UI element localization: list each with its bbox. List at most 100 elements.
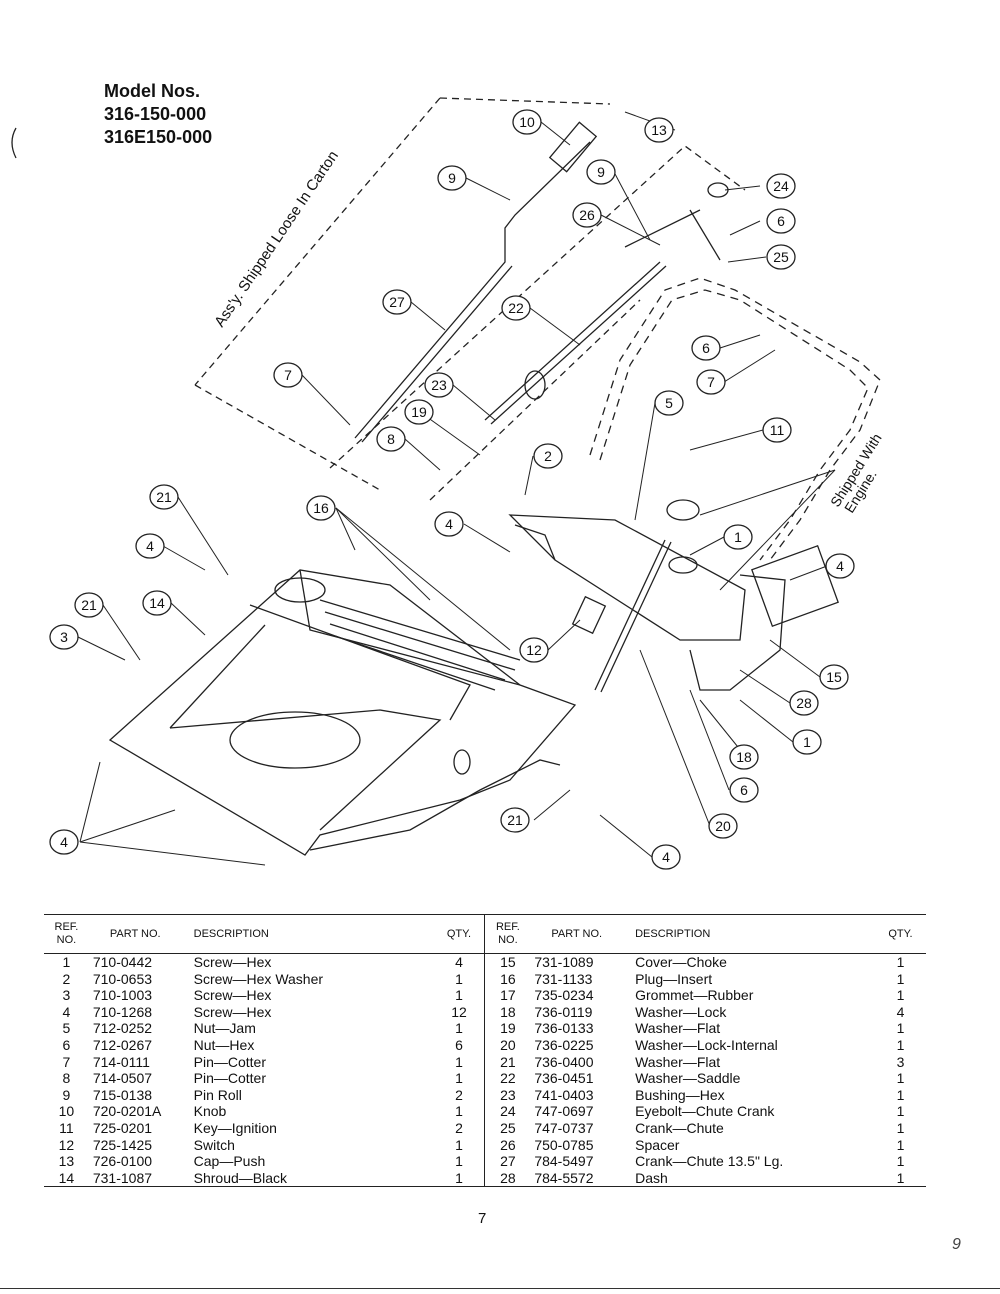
cell-desc: Bushing—Hex [635, 1086, 725, 1103]
cell-ref: 6 [62, 1036, 71, 1053]
model-numbers: Model Nos. 316-150-000 316E150-000 [104, 80, 212, 149]
callout-number: 6 [740, 782, 748, 798]
part-header: PART NO. [88, 914, 182, 954]
callout-circle [651, 844, 681, 870]
cell-desc: Spacer [635, 1136, 680, 1153]
cell-desc: Pin—Cotter [193, 1070, 266, 1087]
cell-part: 736-0225 [534, 1036, 594, 1053]
callout-number: 9 [448, 170, 456, 186]
cell-desc: Washer—Lock [635, 1003, 727, 1020]
cell-part: 750-0785 [534, 1136, 594, 1153]
cell-qty: 1 [896, 1136, 905, 1153]
cell-qty: 4 [455, 954, 463, 970]
shroud [108, 569, 577, 856]
cell-qty: 1 [455, 1103, 463, 1120]
callout-number: 27 [389, 294, 405, 310]
cell-part: 712-0252 [92, 1020, 153, 1037]
callout-number: 9 [597, 164, 605, 180]
cell-ref: 7 [62, 1053, 71, 1070]
cell-part: 731-1089 [534, 954, 594, 970]
cell-desc: Shroud—Black [181, 1169, 434, 1188]
callout-number: 21 [81, 597, 97, 613]
callout-circle [729, 777, 759, 803]
callout-number: 21 [507, 812, 523, 828]
exploded-parts-diagram: Ass'y. Shipped Loose In Carton Shipped W… [11, 97, 885, 870]
cell-qty: 1 [896, 1103, 905, 1120]
callout-number: 4 [662, 849, 670, 865]
callout-circle [825, 553, 855, 579]
leader-lines [77, 111, 836, 866]
cell-part: 726-0100 [92, 1153, 153, 1170]
cell-ref: 26 [484, 1136, 531, 1154]
cell-part: 715-0138 [92, 1086, 153, 1103]
cell-ref: 13 [58, 1153, 75, 1170]
cell-part: 725-1425 [92, 1136, 153, 1153]
cell-part: 714-0111 [92, 1053, 150, 1070]
corner-mark: 9 [952, 1236, 961, 1253]
cell-qty: 1 [896, 1086, 905, 1103]
cell-ref: 10 [58, 1103, 75, 1120]
callout-number: 8 [387, 431, 395, 447]
cell-part: 747-0737 [534, 1119, 594, 1136]
cell-qty: 1 [455, 1136, 463, 1153]
callout-circle [74, 592, 104, 618]
cell-qty: 6 [455, 1036, 463, 1053]
chute-crank-rods [354, 121, 729, 443]
callout-circle [762, 417, 792, 443]
callout-number: 16 [313, 500, 329, 516]
cell-qty: 1 [455, 1070, 463, 1087]
callout-circle [766, 244, 796, 270]
cell-qty: 2 [455, 1086, 463, 1103]
cell-qty: 1 [896, 1036, 905, 1053]
cell-desc: Cover—Choke [635, 954, 727, 970]
callout-number: 7 [707, 374, 715, 390]
callout-circle [404, 399, 434, 425]
callout-circle [142, 590, 172, 616]
cell-qty: 1 [455, 1153, 463, 1170]
cell-qty: 1 [455, 1020, 463, 1037]
cell-part: 710-0653 [92, 970, 153, 987]
cell-ref: 28 [484, 1169, 531, 1188]
cell-part: 712-0267 [92, 1036, 153, 1053]
cell-desc: Nut—Hex [193, 1036, 255, 1053]
cell-ref: 1 [62, 954, 71, 970]
cell-part: 731-1087 [88, 1169, 182, 1188]
cell-ref: 18 [484, 1003, 531, 1021]
page-bottom-rule [0, 1288, 1000, 1289]
callout-circle [434, 511, 464, 537]
cell-qty: 1 [433, 1169, 485, 1188]
callout-circle [135, 533, 165, 559]
callout-number: 4 [836, 558, 844, 574]
cell-desc: Knob [193, 1103, 227, 1120]
callout-circle [382, 289, 412, 315]
handle-outline [589, 277, 881, 561]
cell-qty: 1 [896, 1153, 905, 1170]
callout-circle [644, 117, 674, 143]
cell-part: 784-5572 [530, 1169, 624, 1188]
cell-desc: Cap—Push [193, 1153, 266, 1170]
cell-ref: 27 [484, 1153, 531, 1170]
cell-desc: Screw—Hex [193, 987, 272, 1004]
cell-ref: 4 [62, 1003, 71, 1020]
cell-ref: 9 [62, 1086, 71, 1103]
callout-number: 28 [796, 695, 812, 711]
cell-desc: Screw—Hex Washer [193, 970, 324, 987]
cell-qty: 3 [896, 1053, 905, 1070]
cell-part: 710-0442 [92, 954, 153, 970]
cell-qty: 1 [874, 1169, 926, 1188]
model-heading: Model Nos. [104, 81, 201, 101]
page-number: 7 [478, 1210, 487, 1227]
qty-header: QTY. [874, 914, 926, 954]
cell-ref: 14 [44, 1169, 89, 1188]
cell-part: 741-0403 [534, 1086, 594, 1103]
cell-desc: Washer—Saddle [635, 1070, 741, 1087]
callout-circle [500, 807, 530, 833]
